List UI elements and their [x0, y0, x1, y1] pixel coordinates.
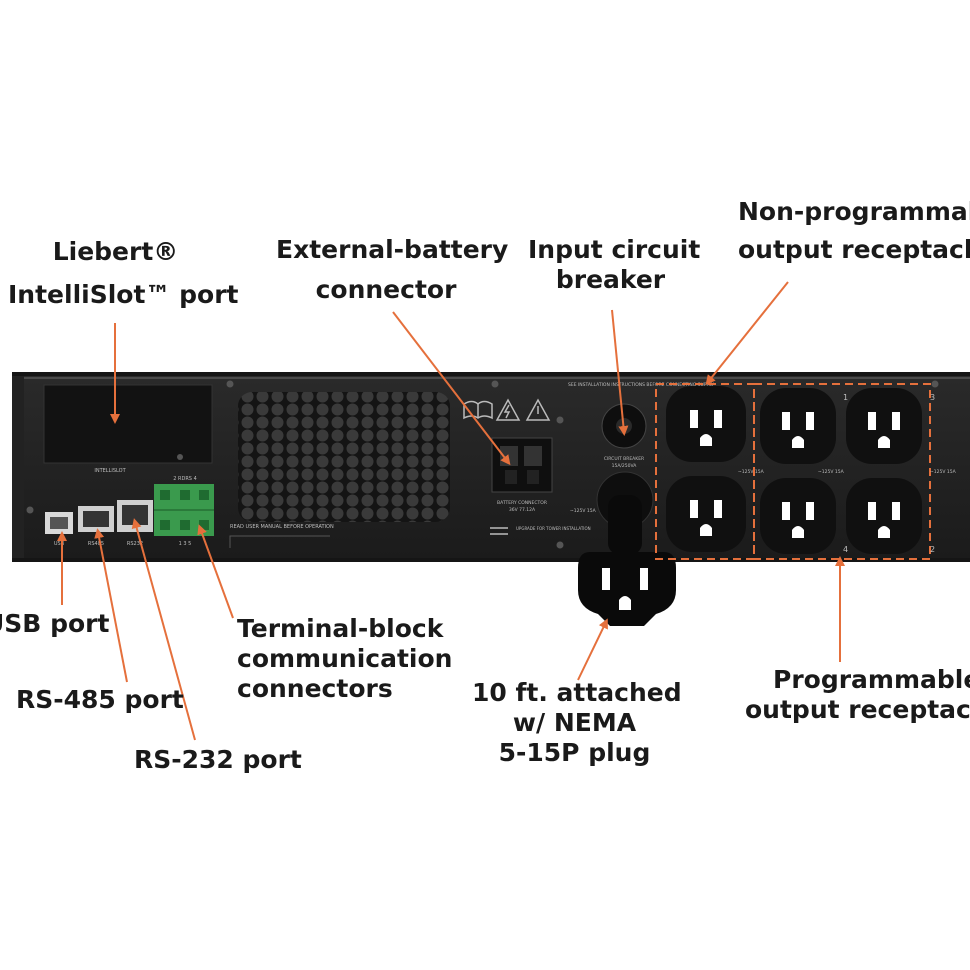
label-input-breaker-line2: breaker	[555, 265, 666, 294]
label-rs232-line1: RS-232 port	[134, 745, 302, 774]
usb-panel-label: USB	[54, 541, 65, 547]
outlet-rating-2: ~125V 15A	[818, 469, 845, 475]
label-prog: Programmable output receptacles	[745, 665, 970, 725]
label-intellislot-line1: Liebert®	[52, 237, 179, 266]
usb-port: USB	[45, 512, 73, 547]
label-prog-line2: output receptacles	[745, 695, 970, 724]
rs485-panel-label: RS485	[88, 541, 104, 547]
terminal-numbers-bottom: 1 3 5	[179, 541, 192, 547]
label-input-breaker-line1: Input circuit	[528, 235, 701, 264]
label-plug-line3: 5-15P plug	[498, 738, 651, 767]
label-usb-line1: USB port	[0, 609, 110, 638]
label-plug: 10 ft. attached w/ NEMA 5-15P plug	[472, 678, 682, 768]
arrow-terminal-block	[197, 524, 234, 619]
arrow-nonprog	[705, 281, 789, 386]
tower-upgrade-icon: UPGRADE FOR TOWER INSTALLATION	[490, 526, 591, 535]
outlet-rating-3: ~125V 15A	[930, 469, 957, 475]
input-rating-text: ~125V 15A	[570, 508, 597, 514]
intellislot-port: INTELLISLOT	[43, 384, 213, 474]
label-input-breaker: Input circuit breaker	[528, 235, 701, 295]
electrical-hazard-icon	[495, 398, 521, 421]
label-rs485: RS-485 port	[16, 685, 184, 715]
label-rs232: RS-232 port	[134, 745, 302, 775]
label-terminal-block-line2: communication	[237, 644, 453, 673]
rs232-panel-label: RS232	[127, 541, 143, 547]
label-terminal-block-line3: connectors	[237, 674, 393, 703]
label-usb: USB port	[0, 609, 109, 639]
label-plug-line2: w/ NEMA	[512, 708, 637, 737]
arrow-plug	[577, 618, 608, 681]
group-label-1: 1	[843, 393, 848, 402]
group-label-4: 4	[843, 545, 848, 554]
label-intellislot: Liebert® IntelliSlot™ port	[8, 237, 239, 310]
label-terminal-block: Terminal-block communication connectors	[237, 614, 452, 704]
battery-connector-text: BATTERY CONNECTOR	[497, 500, 547, 506]
fan-grille	[238, 392, 450, 522]
label-plug-line1: 10 ft. attached	[472, 678, 682, 707]
label-external-battery-line1: External-battery	[276, 235, 509, 264]
breaker-rating-text: 15A/250VA	[612, 463, 638, 469]
intellislot-panel-label: INTELLISLOT	[94, 468, 126, 474]
upgrade-tower-text: UPGRADE FOR TOWER INSTALLATION	[516, 526, 591, 531]
label-nonprog: Non-programmable output receptacles	[738, 197, 970, 265]
label-nonprog-line1: Non-programmable	[738, 197, 970, 226]
arrow-external-battery	[392, 311, 511, 466]
nema-plug	[578, 552, 676, 626]
label-external-battery: External-battery connector	[276, 235, 509, 305]
circuit-breaker-text: CIRCUIT BREAKER	[604, 456, 644, 462]
group-label-2: 2	[930, 545, 935, 554]
label-nonprog-line2: output receptacles	[738, 235, 970, 264]
rs232-port: RS232	[117, 500, 153, 547]
label-rs485-line1: RS-485 port	[16, 685, 184, 714]
terminal-block: 2 RDRS 4 1 3 5	[154, 476, 214, 547]
battery-spec-text: 36V 77.12A	[509, 507, 536, 513]
outlet-rating-1: ~125V 15A	[738, 469, 765, 475]
read-manual-text: READ USER MANUAL BEFORE OPERATION	[230, 524, 334, 530]
rs485-port: RS485	[78, 506, 114, 547]
arrow-rs485	[94, 528, 128, 683]
label-external-battery-line2: connector	[315, 275, 457, 304]
install-notice-text: SEE INSTALLATION INSTRUCTIONS BEFORE CON…	[568, 382, 714, 388]
label-terminal-block-line1: Terminal-block	[237, 614, 444, 643]
non-programmable-outlet-group: ~125V 15A	[655, 383, 765, 560]
programmable-outlet-group: ~125V 15A ~125V 15A 1 3 4 2	[753, 383, 957, 560]
terminal-numbers-top: 2 RDRS 4	[173, 476, 197, 482]
warning-icon	[525, 398, 551, 421]
arrow-rs232	[131, 518, 196, 741]
callout-arrows	[57, 281, 845, 741]
label-intellislot-line2: IntelliSlot™ port	[8, 280, 239, 309]
power-cord	[596, 471, 654, 555]
external-battery-connector: BATTERY CONNECTOR 36V 77.12A	[491, 437, 553, 513]
label-prog-line1: Programmable	[773, 665, 970, 694]
group-label-3: 3	[930, 393, 935, 402]
arrow-input-breaker	[611, 309, 629, 436]
